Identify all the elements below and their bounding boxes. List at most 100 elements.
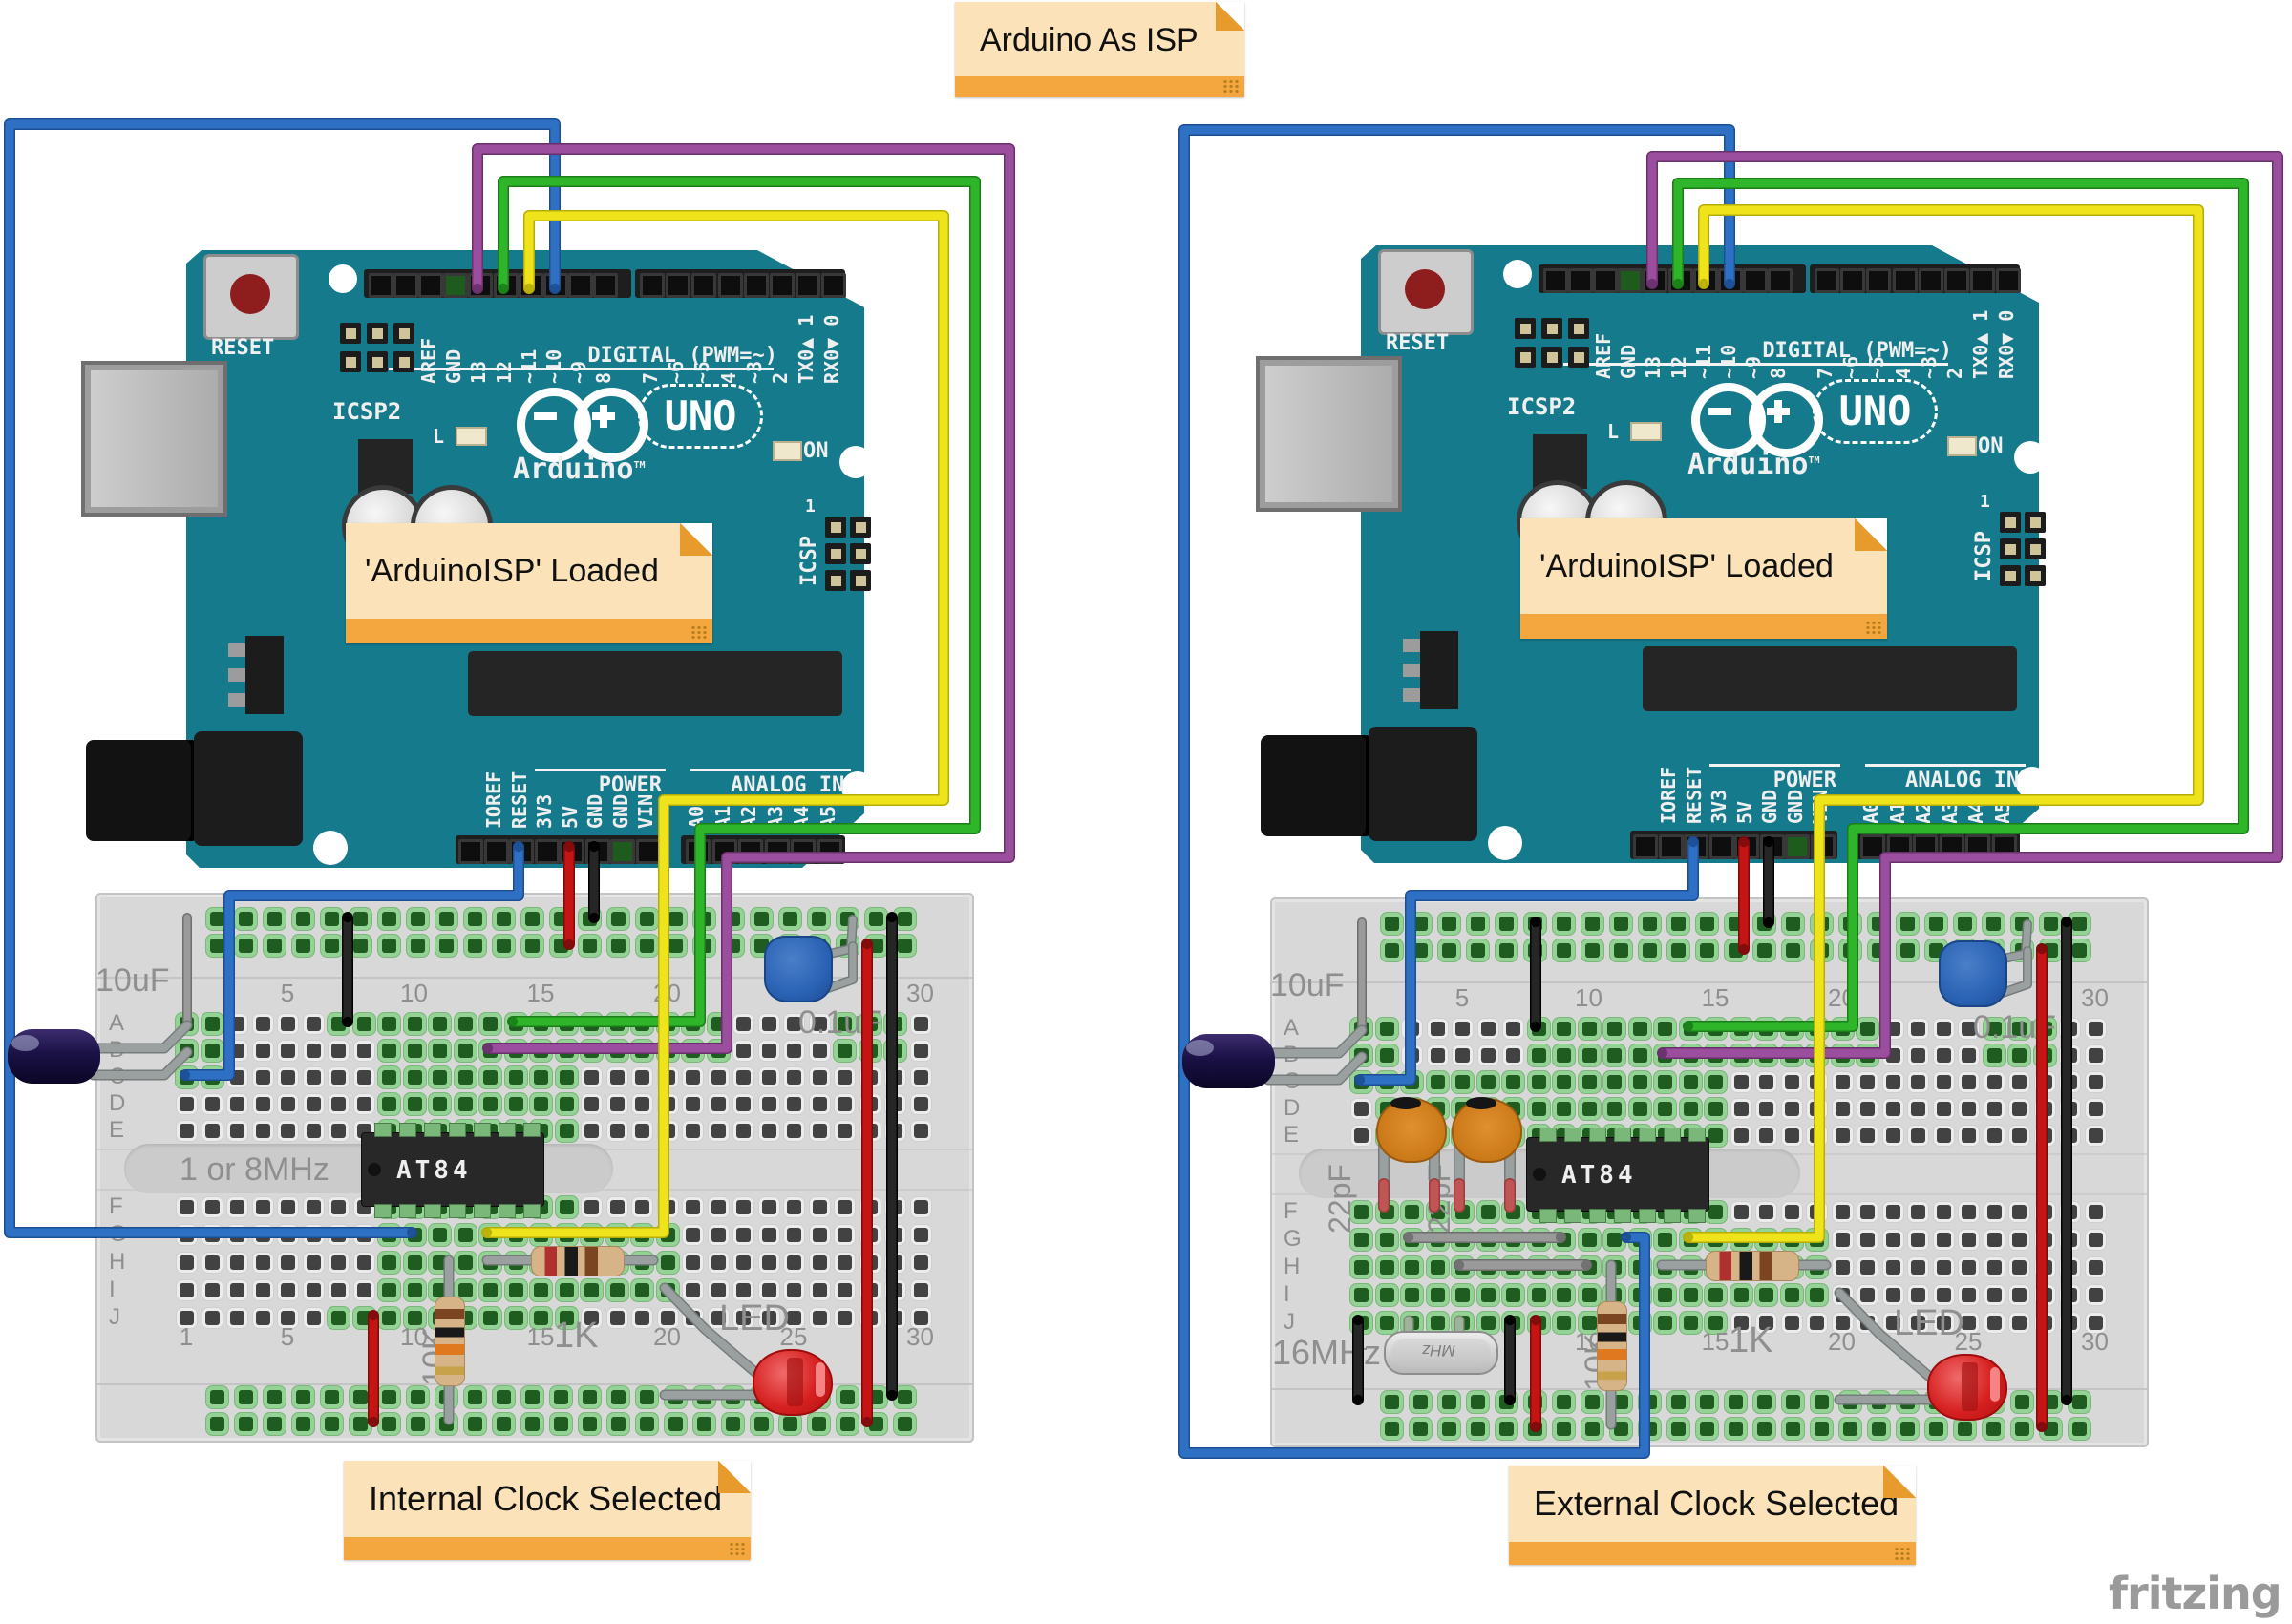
- grid-hole: [609, 1283, 625, 1297]
- sticky-note-arduinoisp-right[interactable]: 'ArduinoISP' Loaded: [1520, 518, 1887, 639]
- caption-note-internal-clock[interactable]: Internal Clock Selected: [344, 1461, 751, 1560]
- grid-hole: [331, 1044, 346, 1058]
- note-bar: [346, 619, 712, 643]
- grid-hole: [1455, 1260, 1470, 1275]
- grid-hole: [281, 1283, 295, 1297]
- grid-hole: [1936, 1288, 1951, 1302]
- grid-hole: [1581, 1022, 1597, 1036]
- pin-label-analog: A0: [685, 805, 708, 829]
- grid-hole: [913, 1070, 928, 1085]
- grid-hole: [1708, 1233, 1723, 1247]
- on-label: ON: [803, 439, 829, 463]
- grid-hole: [204, 1228, 220, 1242]
- disc-notch: [1465, 1097, 1496, 1110]
- rail-hole: [1614, 917, 1628, 931]
- rail-hole: [840, 1417, 855, 1431]
- grid-hole: [2063, 1205, 2077, 1219]
- grid-hole: [1506, 1205, 1520, 1219]
- grid-hole: [407, 1228, 422, 1242]
- grid-hole: [609, 1070, 625, 1085]
- digital-pin-hole: [1840, 268, 1866, 293]
- grid-hole: [635, 1070, 649, 1085]
- grid-hole: [356, 1255, 371, 1270]
- grid-hole: [1581, 1048, 1597, 1063]
- grid-hole: [433, 1017, 447, 1031]
- grid-hole: [2012, 1075, 2027, 1089]
- grid-hole: [1506, 1048, 1520, 1063]
- pin-label-analog: A4: [1964, 800, 1988, 824]
- grid-hole: [1911, 1205, 1925, 1219]
- sticky-note-arduinoisp-left[interactable]: 'ArduinoISP' Loaded: [346, 523, 712, 643]
- pin-label-digital: AREF: [1592, 332, 1615, 379]
- grid-hole: [1733, 1233, 1749, 1247]
- grid-hole: [1354, 1075, 1369, 1089]
- grid-hole: [2037, 1233, 2052, 1247]
- grid-hole: [1379, 1075, 1394, 1089]
- caption-note-external-clock[interactable]: External Clock Selected: [1509, 1466, 1916, 1565]
- rail-hole: [296, 912, 310, 926]
- grid-hole: [584, 1070, 599, 1085]
- icsp-pin: [850, 517, 871, 538]
- grid-hole: [2012, 1048, 2027, 1063]
- rail-hole: [1442, 943, 1456, 958]
- grid-hole: [1379, 1022, 1394, 1036]
- grid-hole: [838, 1124, 852, 1138]
- grid-hole: [534, 1097, 548, 1111]
- rail-hole: [583, 1390, 597, 1404]
- reset-label: RESET: [1386, 331, 1450, 355]
- grid-hole: [1911, 1102, 1925, 1116]
- grid-hole: [736, 1017, 751, 1031]
- grid-hole: [1531, 1048, 1546, 1063]
- title-note[interactable]: Arduino As ISP: [955, 2, 1244, 97]
- rail-hole: [439, 912, 454, 926]
- grid-hole: [686, 1044, 700, 1058]
- grid-hole: [433, 1228, 447, 1242]
- digital-pin-hole: [493, 273, 519, 298]
- chip-pin: [1639, 1128, 1656, 1142]
- rail-hole: [525, 939, 540, 953]
- arduino-brand: ArduinoTM: [1687, 448, 1820, 481]
- grid-hole: [230, 1124, 244, 1138]
- grid-hole: [180, 1200, 194, 1214]
- grid-hole: [686, 1070, 700, 1085]
- grid-hole: [862, 1124, 878, 1138]
- icsp2-pin: [1568, 318, 1589, 339]
- icsp2-pin: [393, 351, 414, 372]
- rail-hole: [1528, 1422, 1542, 1436]
- grid-hole: [812, 1311, 827, 1325]
- grid-hole: [609, 1200, 625, 1214]
- grid-hole: [1683, 1102, 1698, 1116]
- grid-hole: [1962, 1128, 1976, 1143]
- grid-hole: [331, 1283, 346, 1297]
- led-label: LED: [1894, 1303, 1964, 1343]
- rail-hole: [1958, 917, 1972, 931]
- grid-hole: [660, 1124, 675, 1138]
- pin-label-digital: RX0▼ 0: [820, 314, 844, 384]
- grid-hole: [180, 1283, 194, 1297]
- row-letter: F: [1284, 1198, 1298, 1224]
- grid-hole: [660, 1228, 675, 1242]
- grid-hole: [1531, 1102, 1546, 1116]
- grid-hole: [1733, 1288, 1749, 1302]
- rail-hole: [411, 912, 425, 926]
- grid-hole: [1506, 1288, 1520, 1302]
- rail-hole: [1671, 917, 1686, 931]
- icsp2-pin-pad: [1573, 323, 1584, 334]
- pin-label-digital: 2: [1943, 367, 1966, 379]
- pin-label-digital: ~11: [1691, 344, 1715, 379]
- icsp2-pin: [367, 323, 388, 344]
- grid-hole: [913, 1283, 928, 1297]
- grid-hole: [331, 1097, 346, 1111]
- grid-hole: [230, 1097, 244, 1111]
- grid-hole: [1860, 1233, 1875, 1247]
- icsp-pin-pad: [855, 521, 866, 533]
- grid-hole: [2088, 1316, 2103, 1330]
- grid-hole: [1962, 1316, 1976, 1330]
- grid-hole: [1480, 1205, 1496, 1219]
- grid-hole: [584, 1097, 599, 1111]
- analog-pin-hole: [711, 839, 737, 864]
- grid-hole: [1658, 1022, 1672, 1036]
- note-fold-icon: [1883, 1466, 1916, 1498]
- grid-hole: [281, 1255, 295, 1270]
- grid-hole: [686, 1228, 700, 1242]
